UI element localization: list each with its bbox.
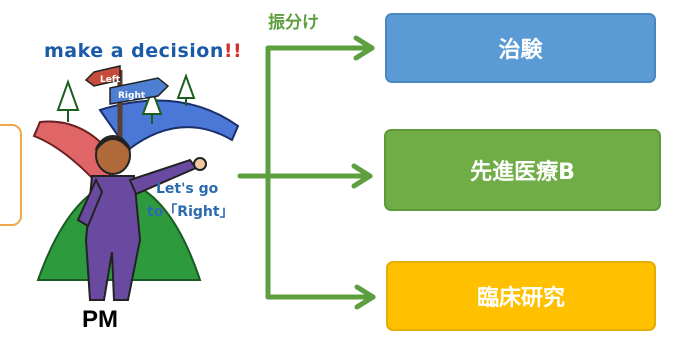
branch-label: 振分け	[268, 13, 319, 33]
sign-right-board	[109, 77, 170, 105]
illustration-title-text: make a decision	[44, 40, 224, 62]
arrowhead-1	[353, 35, 375, 61]
destination-clinical-research: 臨床研究	[386, 261, 656, 331]
sign-left-text: Left	[100, 75, 121, 85]
tree-icon	[56, 73, 196, 124]
sign-left-board	[84, 65, 121, 87]
speech-line-1: Let's go	[156, 181, 219, 197]
sign-right-text: Right	[118, 91, 146, 101]
person-label: PM	[82, 306, 118, 333]
pm-person	[76, 135, 207, 301]
arrowhead-2	[351, 163, 373, 189]
destination-clinical-trial: 治験	[385, 13, 656, 83]
illustration-title-exclaim: !!	[223, 40, 243, 62]
decision-illustration: Left Right	[32, 65, 240, 301]
partial-box-left	[0, 124, 22, 226]
illustration-title: make a decision!!	[44, 40, 242, 62]
destination-advanced-medical-care-b: 先進医療B	[384, 129, 661, 211]
speech-line-2: to「Right」	[147, 204, 234, 220]
arrowhead-3	[354, 284, 376, 310]
